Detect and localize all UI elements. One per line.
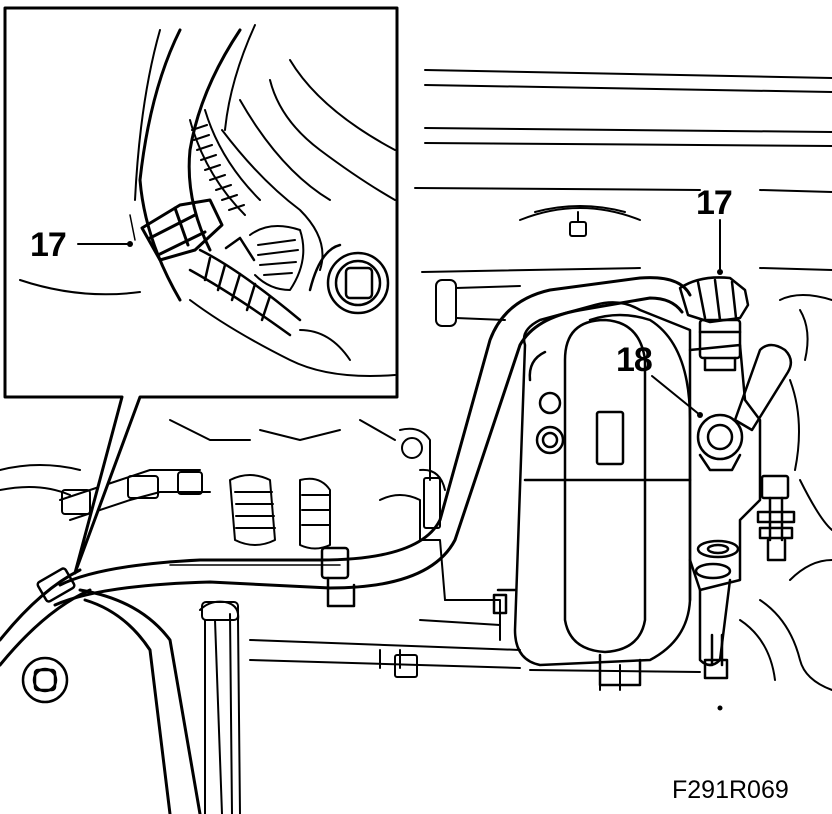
figure-code: F291R069: [672, 776, 789, 804]
stud-bolt: [756, 474, 796, 562]
pump-body: [492, 301, 692, 687]
main-engine-view: [0, 69, 832, 814]
pipe-stub: [435, 279, 521, 327]
inset-nipple: [221, 99, 331, 291]
banjo-bolt: [696, 343, 793, 472]
inset-clip: [140, 198, 224, 262]
inset-bolt: [308, 243, 390, 315]
lower-pipes: [199, 600, 521, 814]
inset-hose: [134, 24, 256, 302]
suction-hose: [0, 568, 202, 814]
callout-17-main: 17: [696, 184, 733, 222]
inset-hose-clamp: [189, 109, 261, 216]
inset-frame: [3, 6, 399, 575]
mounting-dome: [519, 205, 641, 237]
engine-mid-lines: [169, 419, 501, 641]
body-panel-lines: [414, 69, 832, 273]
inset-background: [19, 59, 396, 377]
leader-17-main-dot: [717, 269, 723, 275]
rubber-boot: [229, 474, 331, 550]
wiring-connectors: [0, 464, 211, 521]
inset-hose-end: [188, 236, 302, 337]
right-housing: [739, 294, 832, 691]
leader-17-inset-dot: [127, 241, 133, 247]
bottom-marks: [529, 664, 723, 711]
leader-18-dot: [697, 412, 703, 418]
inset-detail: [3, 6, 399, 575]
callout-18: 18: [616, 341, 653, 379]
main-hose: [53, 276, 692, 607]
pressure-fitting: [678, 276, 750, 372]
left-bolt: [21, 656, 69, 704]
leader-18: [651, 375, 701, 416]
pump-outlet-block: [688, 343, 762, 680]
callout-17-inset: 17: [30, 226, 67, 264]
hose-clip-group: [36, 546, 356, 608]
